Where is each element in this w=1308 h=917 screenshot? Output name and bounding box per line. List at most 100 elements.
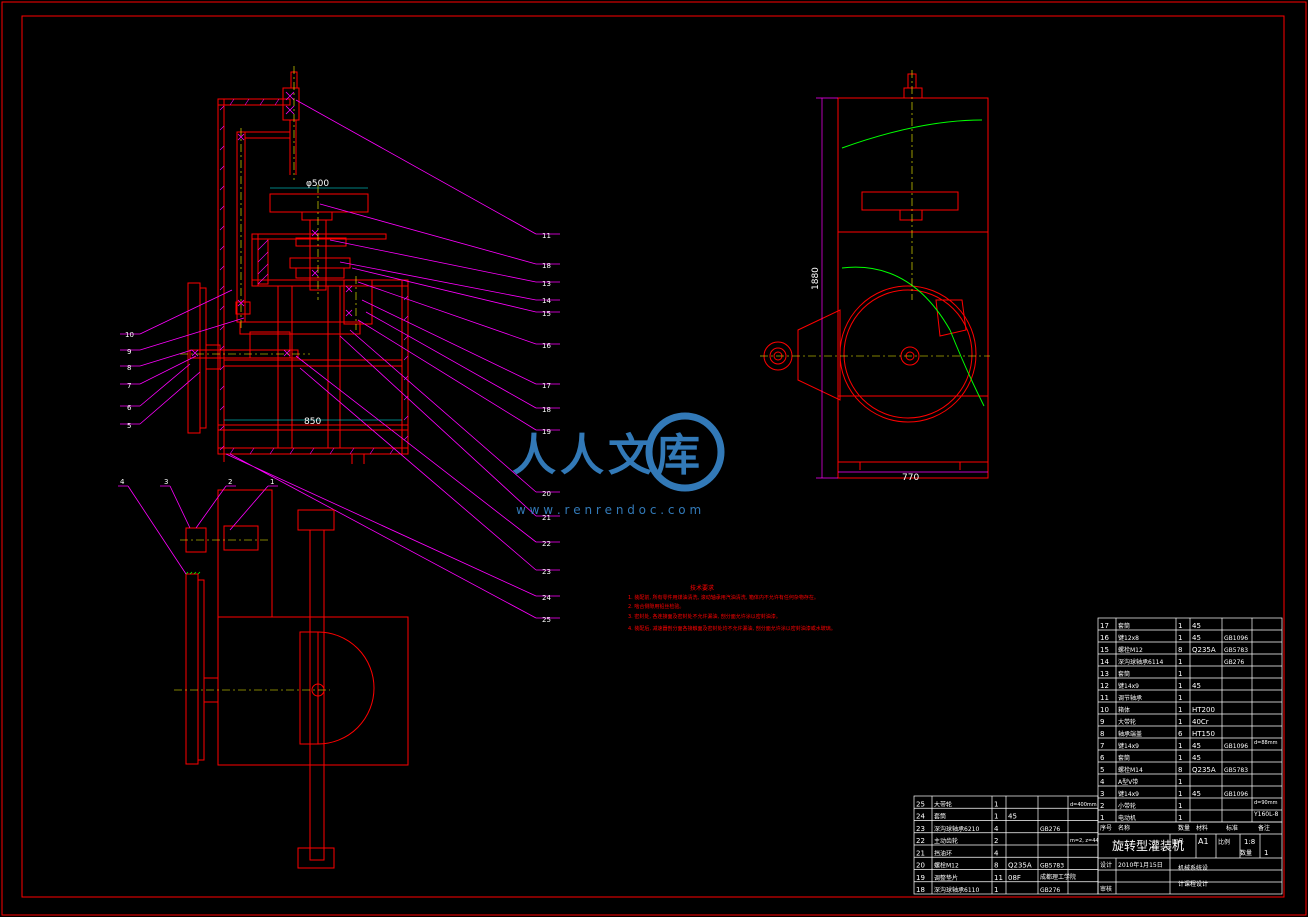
hdr-name: 名称: [1118, 824, 1130, 832]
balloon-9: 9: [127, 348, 131, 356]
balloon-21: 21: [542, 514, 551, 522]
dim-770: 770: [902, 473, 919, 483]
front-view-hatching: [219, 98, 409, 455]
row-no: 12: [1100, 682, 1109, 690]
balloon-10: 10: [125, 331, 134, 339]
note-d88: d=88mm: [1254, 740, 1278, 746]
row-name: 套筒: [1118, 670, 1130, 678]
note-mz: m=2, z=44: [1070, 838, 1099, 844]
label-dept: 成都理工学院: [1040, 873, 1076, 881]
scale-value: 1:8: [1244, 838, 1255, 846]
row-name: 螺栓M12: [1118, 646, 1143, 654]
note-d90: d=90mm: [1254, 800, 1278, 806]
row-mat: HT150: [1192, 730, 1215, 738]
hdr-mat: 材料: [1196, 824, 1208, 832]
balloon-13: 13: [542, 280, 551, 288]
row-no: 23: [916, 825, 925, 833]
row-name: 大带轮: [934, 800, 952, 808]
row-qty: 4: [994, 849, 999, 857]
row-qty: 1: [994, 813, 998, 821]
balloon-16: 16: [542, 342, 551, 350]
label-drawno: 图号: [1172, 839, 1184, 846]
row-qty: 11: [994, 874, 1003, 882]
row-name: 轴承端盖: [1118, 730, 1142, 738]
row-no: 17: [1100, 622, 1109, 630]
row-qty: 1: [1178, 778, 1182, 786]
leaders-left: [120, 289, 245, 425]
label-scale: 比例: [1218, 838, 1230, 846]
org-line1: 机械系统设: [1178, 864, 1208, 872]
row-no: 4: [1100, 778, 1105, 786]
row-qty: 1: [1178, 742, 1182, 750]
balloon-18b: 18: [542, 406, 551, 414]
row-std: GB1096: [1224, 635, 1248, 642]
side-view: [763, 73, 989, 479]
dim-phi500: φ500: [306, 179, 329, 189]
row-name: 套筒: [1118, 754, 1130, 762]
row-no: 5: [1100, 766, 1104, 774]
front-view-dimensions: [224, 187, 402, 421]
balloon-8: 8: [127, 364, 131, 372]
title-block: 序号 名称 数量 材料 标准 备注 旋转型灌装机 图号 A1 比例 1:8 数量…: [1040, 740, 1279, 893]
hdr-std: 标准: [1226, 824, 1238, 832]
front-view-centerlines: [180, 66, 357, 355]
row-name: 调节轴承: [1118, 694, 1142, 702]
row-std: GB1096: [1224, 791, 1248, 798]
balloon-6: 6: [127, 404, 132, 412]
balloon-20: 20: [542, 490, 551, 498]
row-name: 电动机: [1118, 814, 1136, 822]
row-qty: 1: [1178, 634, 1182, 642]
row-qty: 8: [1178, 646, 1182, 654]
row-qty: 1: [1178, 694, 1182, 702]
row-mat: HT200: [1192, 706, 1215, 714]
row-no: 20: [916, 862, 925, 870]
balloon-5: 5: [127, 422, 131, 430]
label-qty: 数量: [1240, 849, 1252, 857]
row-mat: 45: [1192, 790, 1201, 798]
row-qty: 1: [1178, 802, 1182, 810]
balloon-24: 24: [542, 594, 551, 602]
row-std: GB5783: [1224, 767, 1248, 774]
balloon-7: 7: [127, 382, 131, 390]
balloon-18a: 18: [542, 262, 551, 270]
row-no: 9: [1100, 718, 1104, 726]
row-qty: 2: [994, 837, 998, 845]
balloon-11: 11: [542, 232, 551, 240]
watermark-logo-ring: [645, 412, 725, 492]
row-mat: 45: [1192, 754, 1201, 762]
parts-table-grid: [913, 617, 1283, 895]
row-name: 大带轮: [1118, 718, 1136, 726]
leaders-bottom: [118, 485, 278, 575]
org-line2: 计课程设计: [1178, 880, 1208, 888]
row-no: 6: [1100, 754, 1105, 762]
watermark: 人人文库 w w w . r e n r e n d o c . c o m: [512, 412, 725, 517]
dim-1880: 1880: [811, 267, 821, 290]
row-no: 8: [1100, 730, 1104, 738]
front-section-view: [187, 71, 409, 464]
row-qty: 1: [1178, 622, 1182, 630]
row-name: 螺栓M12: [934, 862, 959, 870]
row-name: 键14x9: [1118, 682, 1139, 690]
row-mat: 45: [1192, 682, 1201, 690]
row-name: 挡油环: [934, 849, 952, 857]
side-view-dimensions: [816, 97, 988, 479]
qty-value: 1: [1264, 849, 1268, 857]
row-name: 键14x9: [1118, 742, 1139, 750]
tech-note-3: 3. 密封处, 各连接面及密封处不允许漏油, 剖分面允许涂以密封油漆。: [628, 613, 781, 620]
row-no: 16: [1100, 634, 1109, 642]
row-std: GB276: [1224, 659, 1244, 666]
row-no: 15: [1100, 646, 1109, 654]
hdr-seq: 序号: [1100, 824, 1112, 832]
row-name: 套筒: [934, 813, 946, 821]
tech-note-1: 1. 装配前, 所有零件用煤油清洗, 滚动轴承用汽油清洗, 箱体内不允许有任何杂…: [628, 594, 819, 601]
balloon-2: 2: [228, 478, 232, 486]
top-view-drive: [185, 489, 409, 869]
row-qty: 1: [1178, 682, 1182, 690]
row-std: GB1096: [1224, 743, 1248, 750]
row-std: GB5783: [1040, 863, 1064, 870]
balloon-1: 1: [270, 478, 274, 486]
row-std: GB276: [1040, 887, 1060, 894]
row-mat: 45: [1192, 742, 1201, 750]
technical-requirements: 技术要求 1. 装配前, 所有零件用煤油清洗, 滚动轴承用汽油清洗, 箱体内不允…: [628, 584, 836, 632]
